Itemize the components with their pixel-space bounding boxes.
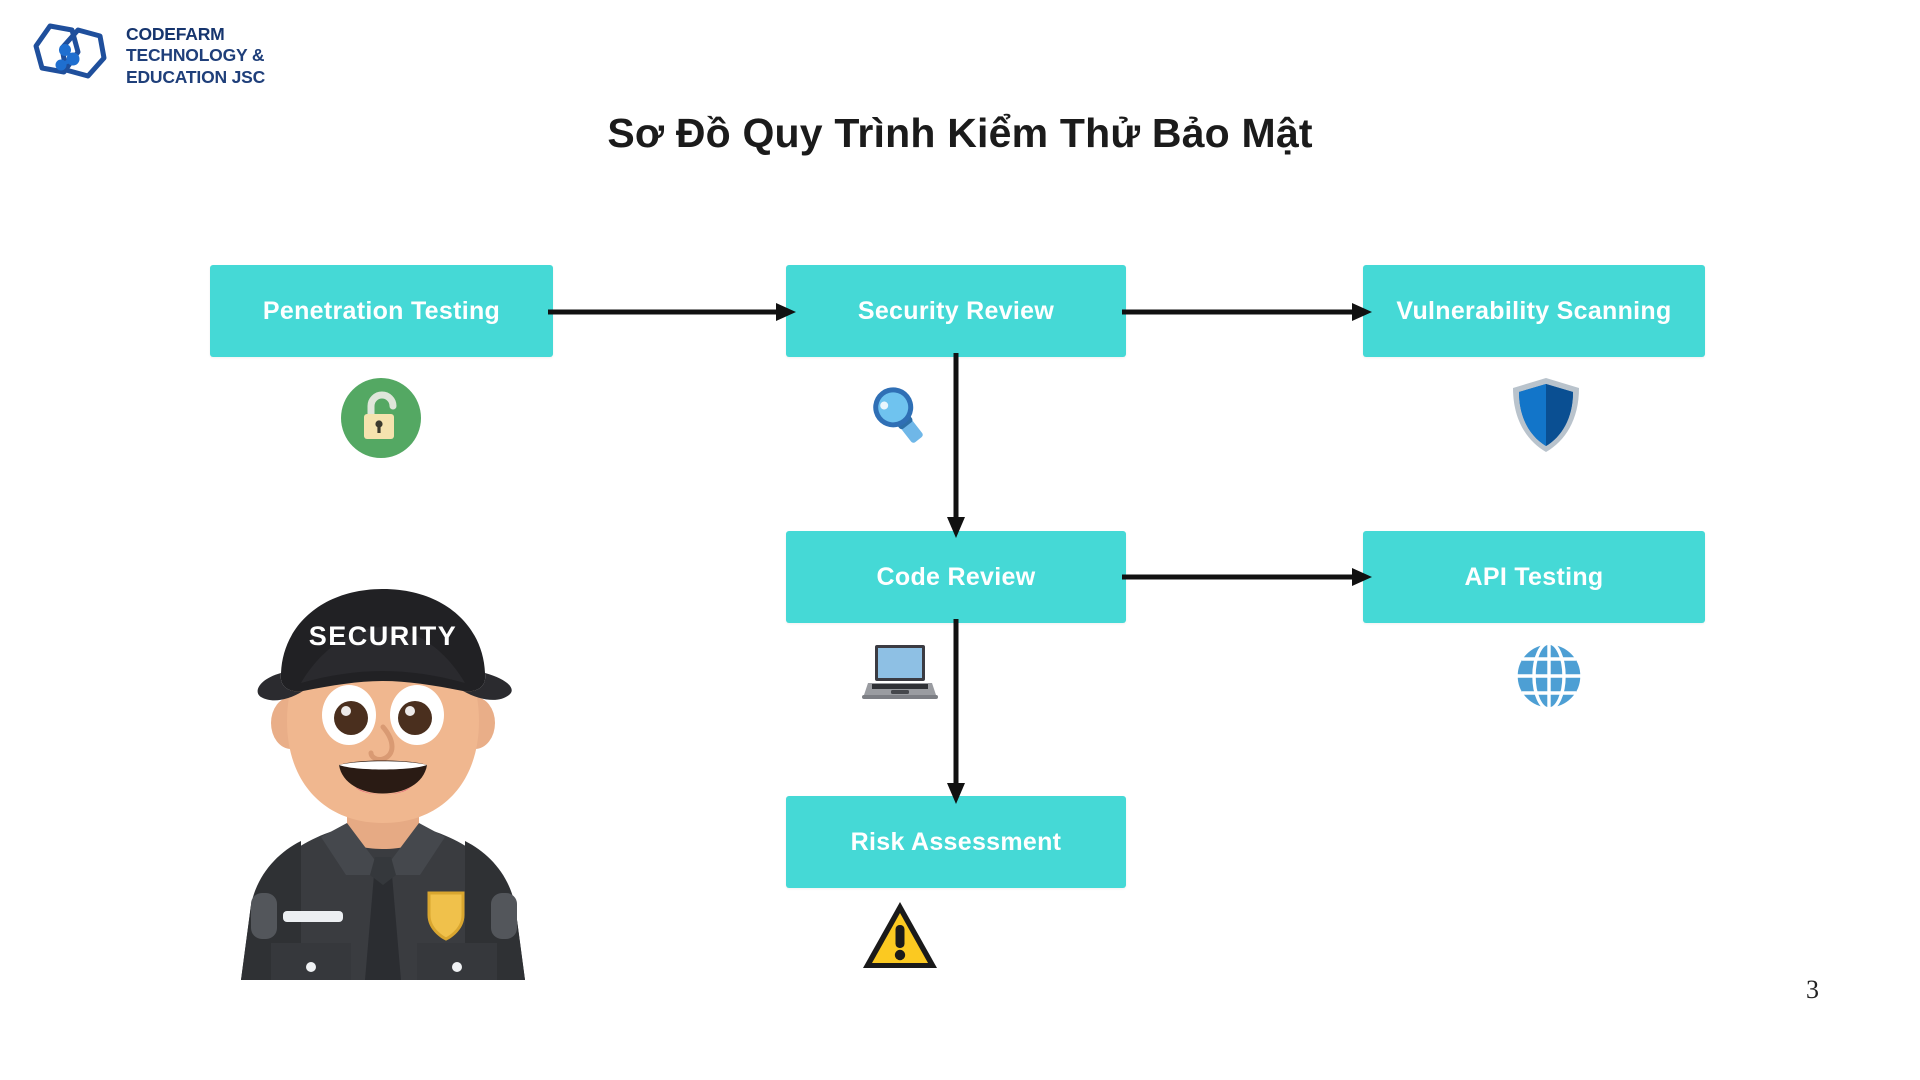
brand-name-line-3: EDUCATION JSC — [126, 66, 266, 87]
brand-name-line-1: CODEFARM — [126, 23, 225, 44]
brand-name: CODEFARM TECHNOLOGY & EDUCATION JSC — [126, 24, 265, 88]
brand-name-line-2: TECHNOLOGY & — [126, 45, 265, 66]
flow-node-penetration-testing[interactable]: Penetration Testing — [210, 265, 553, 357]
globe-icon — [1514, 641, 1584, 711]
arrow-security-review-to-code-review — [947, 353, 965, 538]
warning-icon — [863, 902, 937, 968]
arrow-security-review-to-vulnerability-scanning — [1122, 303, 1372, 321]
flow-node-security-review[interactable]: Security Review — [786, 265, 1126, 357]
arrow-code-review-to-risk-assessment — [947, 619, 965, 804]
laptop-icon — [862, 645, 938, 699]
flow-node-risk-assessment[interactable]: Risk Assessment — [786, 796, 1126, 888]
page-number: 3 — [1806, 975, 1819, 1004]
search-icon — [873, 387, 923, 443]
arrow-penetration-testing-to-security-review — [548, 303, 796, 321]
security-guard-character: SECURITY — [241, 589, 525, 980]
shield-icon — [1513, 378, 1579, 452]
flow-node-vulnerability-scanning[interactable]: Vulnerability Scanning — [1363, 265, 1705, 357]
flow-node-api-testing[interactable]: API Testing — [1363, 531, 1705, 623]
guard-cap-text: SECURITY — [309, 621, 458, 651]
hexagon-network-logo-icon — [33, 23, 107, 79]
brand-logo: CODEFARM TECHNOLOGY & EDUCATION JSC — [28, 18, 265, 94]
page-title: Sơ Đồ Quy Trình Kiểm Thử Bảo Mật — [607, 110, 1313, 156]
unlock-icon — [341, 378, 421, 458]
arrow-code-review-to-api-testing — [1122, 568, 1372, 586]
flow-node-code-review[interactable]: Code Review — [786, 531, 1126, 623]
